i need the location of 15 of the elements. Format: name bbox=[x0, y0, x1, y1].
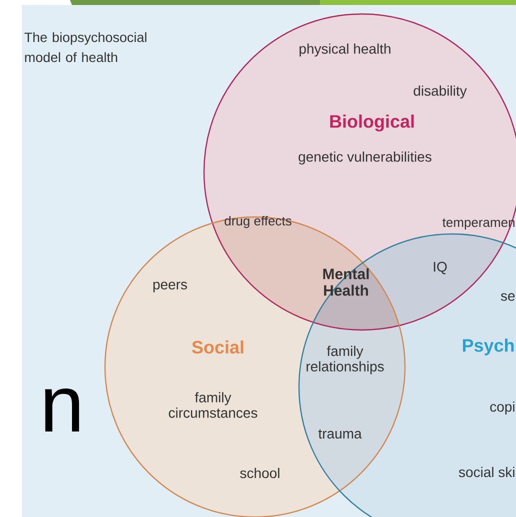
item-label: family relationships bbox=[306, 346, 384, 374]
item-label: peers bbox=[153, 282, 187, 292]
item-label: copi bbox=[490, 401, 514, 415]
item-label: social ski bbox=[458, 466, 514, 478]
item-label: trauma bbox=[318, 429, 362, 439]
item-label: drug effects bbox=[224, 216, 292, 228]
item-label: IQ bbox=[434, 262, 447, 274]
item-label: disability bbox=[414, 85, 467, 99]
item-label: genetic vulnerabilities bbox=[298, 151, 432, 165]
item-label: physical health bbox=[300, 43, 390, 57]
title: The biopsychosocial model of health bbox=[24, 32, 146, 62]
title-fragment: n bbox=[45, 388, 80, 432]
item-label: se bbox=[500, 293, 515, 301]
item-label: school bbox=[240, 468, 280, 478]
item-label: family circumstances bbox=[168, 392, 258, 418]
